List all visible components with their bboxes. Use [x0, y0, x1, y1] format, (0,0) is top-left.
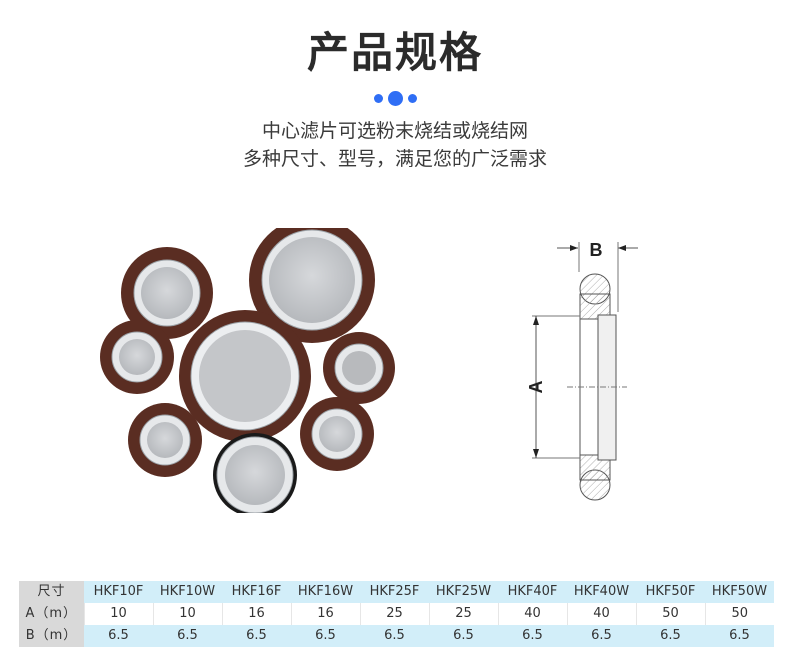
model-cell: HKF40W	[567, 581, 636, 603]
a-value-cell: 25	[359, 603, 429, 625]
row-label-b: B（m）	[19, 625, 84, 647]
b-value-cell: 6.5	[84, 625, 153, 647]
model-cell: HKF40F	[498, 581, 567, 603]
filter-ring	[323, 332, 395, 404]
model-cell: HKF50W	[705, 581, 774, 603]
dot-icon	[407, 94, 417, 103]
filter-ring	[128, 403, 202, 477]
b-value-cell: 6.5	[705, 625, 774, 647]
a-value-cell: 50	[704, 603, 774, 625]
decorative-dots	[0, 91, 790, 106]
a-value-cell: 16	[221, 603, 291, 625]
page-title: 产品规格	[306, 28, 483, 77]
table-row-b: B（m） 6.5 6.5 6.5 6.5 6.5 6.5 6.5 6.5 6.5…	[19, 625, 774, 647]
model-cell: HKF16W	[291, 581, 360, 603]
b-value-cell: 6.5	[153, 625, 222, 647]
a-value-cell: 25	[428, 603, 498, 625]
b-value-cell: 6.5	[636, 625, 705, 647]
row-label-a: A（m）	[19, 603, 84, 625]
model-cell: HKF25W	[429, 581, 498, 603]
dot-icon	[387, 91, 403, 106]
cross-section-drawing: B A	[526, 240, 638, 501]
subtitle-line-2: 多种尺寸、型号，满足您的广泛需求	[242, 148, 547, 170]
filter-ring	[100, 320, 174, 394]
table-header-label: 尺寸	[19, 581, 84, 603]
table-row-a: A（m） 10 10 16 16 25 25 40 40 50 50	[19, 603, 774, 625]
filter-ring	[179, 310, 311, 442]
spec-table: 尺寸 HKF10F HKF10W HKF16F HKF16W HKF25F HK…	[19, 581, 774, 647]
model-cell: HKF25F	[360, 581, 429, 603]
svg-text:A: A	[526, 381, 546, 394]
a-value-cell: 40	[566, 603, 636, 625]
b-value-cell: 6.5	[222, 625, 291, 647]
b-value-cell: 6.5	[498, 625, 567, 647]
filter-ring	[121, 247, 213, 339]
model-cell: HKF16F	[222, 581, 291, 603]
filter-ring	[249, 228, 375, 343]
model-cell: HKF50F	[636, 581, 705, 603]
a-value-cell: 10	[152, 603, 222, 625]
subtitle-line-1: 中心滤片可选粉末烧结或烧结网	[261, 120, 528, 142]
dot-icon	[373, 94, 383, 103]
svg-text:B: B	[590, 240, 603, 260]
a-value-cell: 40	[497, 603, 567, 625]
b-value-cell: 6.5	[429, 625, 498, 647]
product-photo	[100, 228, 395, 513]
b-value-cell: 6.5	[567, 625, 636, 647]
b-value-cell: 6.5	[360, 625, 429, 647]
a-value-cell: 10	[83, 603, 153, 625]
filter-ring	[213, 433, 297, 513]
model-cell: HKF10W	[153, 581, 222, 603]
b-value-cell: 6.5	[291, 625, 360, 647]
a-value-cell: 50	[635, 603, 705, 625]
model-cell: HKF10F	[84, 581, 153, 603]
filter-ring	[300, 397, 374, 471]
a-value-cell: 16	[290, 603, 360, 625]
table-header-row: 尺寸 HKF10F HKF10W HKF16F HKF16W HKF25F HK…	[19, 581, 774, 603]
